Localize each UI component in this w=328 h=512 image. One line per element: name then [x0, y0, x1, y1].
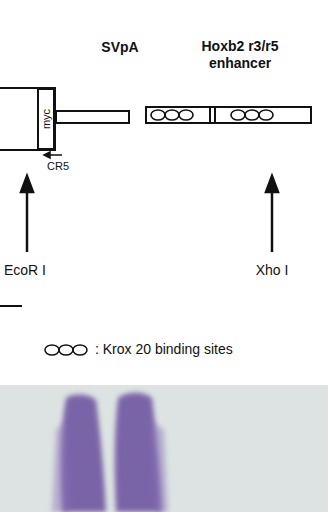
vector-box — [0, 88, 55, 150]
site-label: EcoR I — [4, 262, 46, 279]
separator — [210, 107, 215, 123]
part-heading: SVpA — [90, 39, 150, 56]
legend-symbol — [45, 345, 87, 355]
tag-label: myc — [40, 109, 53, 129]
legend-text: : Krox 20 binding sites — [95, 341, 233, 358]
site-label: Xho I — [256, 262, 289, 279]
part-heading: Hoxb2 r3/r5 enhancer — [184, 38, 296, 72]
scale-bar — [0, 305, 22, 307]
enhancer-box: Hoxb2 r3/r5 enhancer — [145, 106, 312, 124]
in-situ-photo — [0, 385, 328, 512]
site-arrow — [21, 176, 278, 252]
primer-label: CR5 — [47, 159, 69, 173]
primer-arrow — [44, 152, 62, 158]
tag-box: myc — [37, 88, 55, 150]
krox20-sites — [151, 110, 273, 120]
polya-box: SVpA — [55, 110, 130, 124]
